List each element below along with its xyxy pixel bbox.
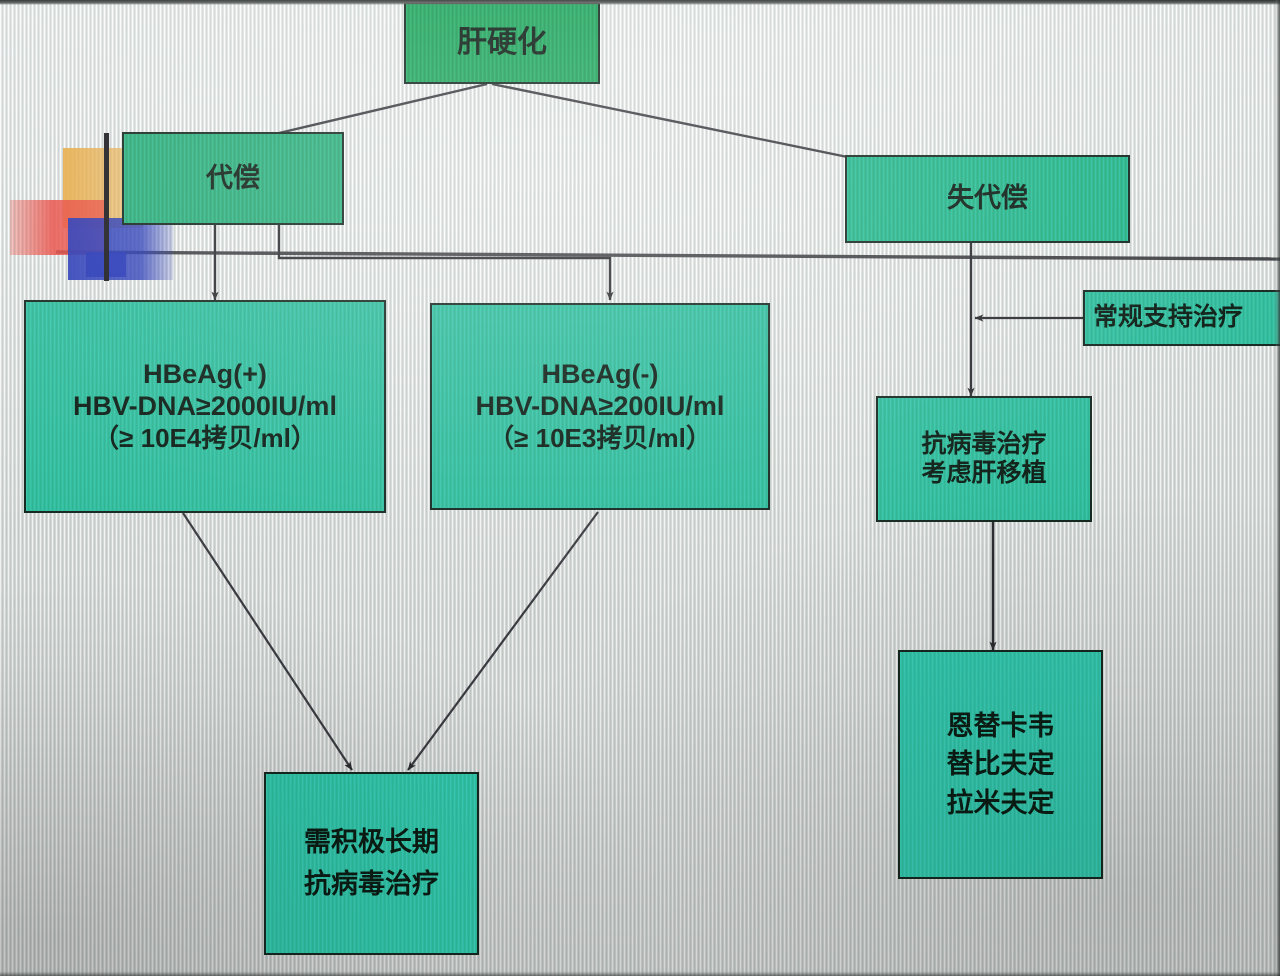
drugs-line2: 替比夫定 xyxy=(946,749,1055,780)
screen-bezel-top xyxy=(0,0,1280,5)
node-compensated[interactable]: 代偿 xyxy=(122,132,344,225)
node-decomp-treatment[interactable]: 抗病毒治疗 考虑肝移植 xyxy=(876,396,1092,522)
node-hbeag-positive[interactable]: HBeAg(+) HBV-DNA≥2000IU/ml （≥ 10E4拷贝/ml） xyxy=(24,300,386,513)
node-cirrhosis-label: 肝硬化 xyxy=(457,26,547,60)
node-hbeag-negative[interactable]: HBeAg(-) HBV-DNA≥200IU/ml （≥ 10E3拷贝/ml） xyxy=(430,303,770,510)
node-drugs[interactable]: 恩替卡韦 替比夫定 拉米夫定 xyxy=(898,650,1103,879)
node-supportive-care[interactable]: 常规支持治疗 xyxy=(1083,290,1280,346)
arrow-compensated-to-hbeag-neg xyxy=(277,225,614,301)
arrow-hbeag-neg-to-longterm-therapy xyxy=(407,511,599,771)
hbeag-positive-line1: HBeAg(+) xyxy=(143,359,267,390)
arrow-hbeag-pos-to-longterm-therapy xyxy=(182,512,353,771)
arrow-cirrhosis-to-decompensated xyxy=(491,82,863,162)
hbeag-negative-line1: HBeAg(-) xyxy=(541,359,659,390)
node-longterm-antiviral[interactable]: 需积极长期 抗病毒治疗 xyxy=(264,772,479,955)
drugs-line1: 恩替卡韦 xyxy=(946,711,1055,741)
hbeag-positive-line2: HBV-DNA≥2000IU/ml xyxy=(73,391,337,422)
decomp-treatment-line2: 考虑肝移植 xyxy=(921,459,1047,487)
node-decompensated-label: 失代偿 xyxy=(947,183,1028,214)
longterm-antiviral-line2: 抗病毒治疗 xyxy=(304,868,439,899)
screen-bezel-bottom xyxy=(0,970,1280,976)
hbeag-negative-line3: （≥ 10E3拷贝/ml） xyxy=(488,423,712,454)
drugs-line3: 拉米夫定 xyxy=(946,787,1055,818)
decomp-treatment-line1: 抗病毒治疗 xyxy=(921,429,1047,458)
supportive-care-label: 常规支持治疗 xyxy=(1093,303,1244,332)
node-compensated-label: 代偿 xyxy=(206,162,260,193)
watermark-vertical-rule xyxy=(104,133,109,281)
screen-bezel-right xyxy=(1274,0,1280,976)
longterm-antiviral-line1: 需积极长期 xyxy=(304,826,439,857)
hbeag-negative-line2: HBV-DNA≥200IU/ml xyxy=(475,391,725,422)
node-cirrhosis[interactable]: 肝硬化 xyxy=(404,2,600,84)
node-decompensated[interactable]: 失代偿 xyxy=(845,155,1130,243)
arrow-cirrhosis-to-compensated xyxy=(257,82,488,140)
hbeag-positive-line3: （≥ 10E4拷贝/ml） xyxy=(93,423,317,454)
